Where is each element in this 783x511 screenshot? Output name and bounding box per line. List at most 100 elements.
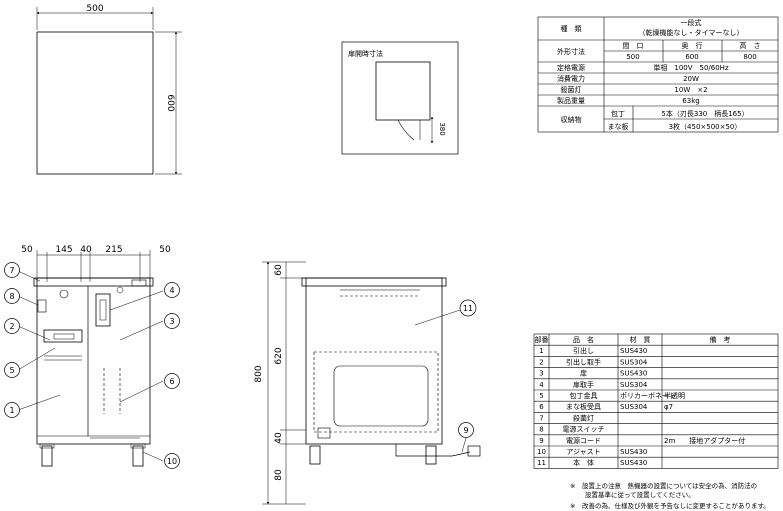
bubble-7 (4, 262, 20, 278)
parts-cell-r3-c1: 扉取手 (573, 380, 594, 389)
parts-cell-r2-c0: 3 (539, 370, 543, 378)
parts-cell-r7-c1: 電源スイッチ (563, 425, 605, 434)
parts-header-2: 材 質 (630, 335, 651, 344)
door-swing-arc (397, 119, 415, 141)
front-body (36, 277, 151, 445)
top-width-label: 500 (86, 4, 103, 14)
bubble-1 (4, 402, 20, 418)
front-callout-numbers: 7 8 2 5 1 4 3 6 10 (9, 266, 177, 466)
parts-table (533, 333, 779, 469)
bubble-2 (4, 318, 20, 334)
bubble-11-text: 11 (463, 304, 473, 313)
parts-cell-r3-c2: SUS304 (620, 381, 648, 389)
bubble-6 (164, 373, 180, 389)
power-plug (467, 445, 481, 457)
spec-label-weight: 製品重量 (557, 96, 585, 105)
side-dim-620: 620 (274, 347, 284, 364)
parts-cell-r4-c2: ポリカーボネート (620, 392, 676, 400)
front-view (33, 250, 154, 467)
power-cord (395, 444, 471, 457)
spec-label-dimensions: 外形寸法 (557, 47, 585, 56)
side-left-adjuster (309, 445, 321, 465)
parts-cell-r8-c0: 9 (539, 437, 543, 445)
bubble-8-text: 8 (9, 292, 14, 301)
parts-cell-r5-c2: SUS304 (620, 403, 648, 411)
side-dim-800: 800 (254, 365, 264, 382)
front-dim-50-left: 50 (21, 245, 33, 255)
parts-cell-r4-c1: 包丁金具 (570, 391, 598, 400)
note-line-3: ※ 改善の為、仕様及び外観を予告なしに変更することがあります。 (570, 501, 770, 510)
parts-cell-r6-c0: 7 (539, 414, 543, 422)
door-panel-body (375, 61, 431, 121)
side-height-dims: 60 620 40 80 800 (254, 264, 284, 481)
spec-header-height: 高 さ (740, 41, 761, 50)
side-body (305, 277, 443, 445)
spec-value-width: 500 (626, 53, 639, 61)
spec-storage-board-name: まな板 (608, 122, 629, 131)
top-view (36, 7, 182, 175)
parts-header-1: 品 名 (573, 335, 594, 344)
spec-value-depth: 600 (685, 53, 698, 61)
side-callouts (414, 299, 477, 453)
spec-label-power: 定格電源 (557, 63, 585, 72)
parts-cell-r3-c0: 4 (539, 381, 544, 389)
bubble-10 (164, 453, 180, 469)
front-dim-50-right: 50 (159, 245, 171, 255)
spec-table (537, 16, 779, 133)
front-right-adjuster (132, 445, 144, 467)
parts-cell-r5-c0: 6 (539, 403, 544, 411)
front-callouts (4, 262, 180, 469)
parts-header-0: 部番 (535, 335, 549, 344)
spec-header-width: 間 口 (623, 42, 644, 50)
parts-cell-r4-c0: 5 (539, 392, 543, 400)
parts-cell-r10-c0: 11 (537, 459, 546, 467)
front-top-plate (33, 277, 154, 287)
bubble-3 (164, 313, 180, 329)
front-dim-145: 145 (55, 245, 72, 255)
spec-value-type-1: 一段式 (681, 18, 702, 27)
parts-cell-r10-c2: SUS430 (620, 459, 647, 467)
parts-header-3: 備 考 (710, 335, 731, 344)
parts-cell-r1-c0: 2 (539, 358, 543, 366)
bubble-5 (4, 362, 20, 378)
power-switch-shape (37, 299, 47, 313)
side-dim-40: 40 (274, 432, 284, 444)
spec-header-depth: 奥 行 (682, 41, 703, 50)
parts-cell-r5-c1: まな板受具 (566, 402, 601, 411)
spec-value-type-2: （乾燥機能なし・タイマーなし） (639, 28, 744, 37)
parts-cell-r6-c1: 殺菌灯 (573, 413, 594, 422)
parts-cell-r0-c1: 引出し (573, 346, 594, 355)
spec-label-type: 種 類 (561, 24, 582, 33)
bubble-9 (458, 422, 474, 438)
side-drawer-dashed (313, 351, 439, 433)
bubble-6-text: 6 (169, 377, 174, 386)
spec-value-weight: 63kg (682, 97, 699, 105)
top-view-outline (36, 31, 154, 175)
side-view (262, 261, 481, 505)
parts-cell-r9-c1: アジャスト (566, 448, 600, 456)
side-right-adjuster (425, 445, 437, 465)
spec-value-lamp: 10W ×2 (674, 86, 707, 94)
parts-cell-r10-c1: 本 体 (573, 458, 594, 467)
spec-table-text: 種 類 一段式 （乾燥機能なし・タイマーなし） 外形寸法 間 口 奥 行 高 さ… (557, 18, 761, 131)
spec-value-power: 単相 100V 50/60Hz (653, 63, 729, 72)
parts-cell-r7-c0: 8 (539, 426, 543, 434)
bubble-3-text: 3 (169, 317, 174, 326)
bubble-7-text: 7 (9, 266, 14, 275)
bubble-10-text: 10 (167, 457, 177, 466)
front-left-adjuster (41, 445, 53, 467)
bubble-9-text: 9 (463, 426, 468, 435)
parts-cell-r0-c0: 1 (539, 347, 543, 355)
parts-cell-r1-c1: 引出し取手 (566, 357, 601, 366)
side-dim-80: 80 (274, 469, 284, 481)
spec-label-storage: 収納物 (561, 115, 582, 124)
parts-cell-r1-c2: SUS304 (620, 358, 648, 366)
bubble-8 (4, 288, 20, 304)
spec-value-height: 800 (743, 53, 756, 61)
parts-cell-r8-c1: 電源コード (566, 436, 601, 445)
parts-cell-r2-c2: SUS430 (620, 370, 647, 378)
bubble-1-text: 1 (9, 406, 14, 415)
parts-cell-r5-c3: φ7 (664, 403, 673, 411)
